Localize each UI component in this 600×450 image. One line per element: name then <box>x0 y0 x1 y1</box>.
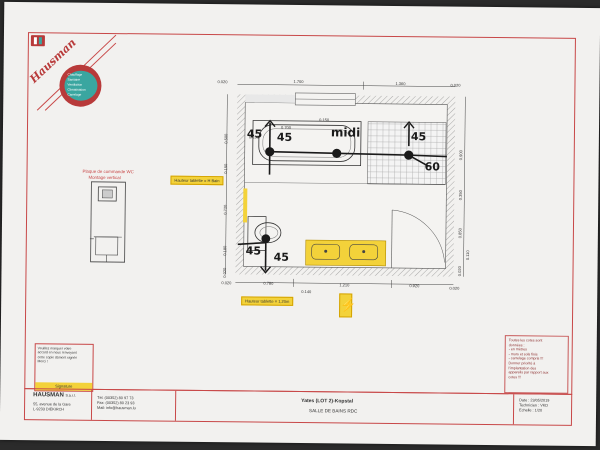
dim-bottom-2: 0.780 <box>263 280 274 286</box>
dim-inner-1: 0.150 <box>319 117 330 123</box>
signature-box: Veuillez marquer votre accord en nous re… <box>34 343 94 392</box>
hw-label-45-b: 45 <box>276 130 293 144</box>
dim-left-4: 0.180 <box>222 245 228 256</box>
signature-text: Merci ! <box>37 359 48 364</box>
dim-right-4: 0.110 <box>464 250 471 261</box>
dim-top-3: 1.360 <box>395 80 406 87</box>
dim-inner-2: 0.700 <box>280 124 292 130</box>
notes-box: Toutes les cotes sont données : - en mèt… <box>504 335 569 394</box>
title-block: HAUSMAN S.à.r.l. 55, avenue de la Gare L… <box>23 388 573 426</box>
project-name: Yates (LOT 2)-Kopstal <box>301 398 354 405</box>
note-line: cotes !!! <box>508 374 522 380</box>
dim-bottom-3: 1.210 <box>339 282 350 288</box>
dim-right-1: 0.900 <box>458 150 464 161</box>
hw-label-60: 60 <box>424 160 440 174</box>
dim-top-1: 0.020 <box>217 79 228 85</box>
label-hauteur-bain: Hauteur tablette = H Bain <box>170 175 224 186</box>
dim-bottom-5: 0.020 <box>449 285 460 291</box>
dim-left-5: 0.020 <box>221 267 228 278</box>
dim-right-3: 0.850 <box>457 228 463 239</box>
hw-label-45-e: 45 <box>273 250 290 264</box>
dim-right-5: 0.020 <box>456 266 463 277</box>
dim-bottom-1: 0.020 <box>221 280 232 286</box>
hw-label-45-c: 45 <box>410 130 427 144</box>
company-address-2: L-9233 DIEKIRCH <box>33 407 65 412</box>
dim-bottom-sub: 0.140 <box>301 289 312 295</box>
plaque-title: Plaque de commande WC <box>82 168 134 175</box>
wc-plate-elevation <box>89 181 126 263</box>
floor-plan <box>225 81 466 288</box>
dim-left-3: 0.720 <box>222 204 228 215</box>
hw-label-midi: midi <box>330 125 361 140</box>
company-email: Mail: info@hausman.lu <box>97 405 136 411</box>
dim-left-1: 0.500 <box>223 133 229 144</box>
dim-right-2: 0.350 <box>457 190 463 201</box>
company-name: HAUSMAN S.à.r.l. <box>33 392 76 399</box>
hw-label-45-a: 45 <box>246 127 263 141</box>
electric-icon: ⚡ <box>339 293 356 318</box>
dim-top-2: 1.700 <box>293 78 304 85</box>
dim-bottom-4: 0.920 <box>409 283 420 289</box>
room-name: SALLE DE BAINS RDC <box>309 408 358 414</box>
dim-top-4: 0.020 <box>450 82 461 88</box>
company-logo: Chauffage Sanitaire Ventilation Climatis… <box>59 64 102 107</box>
service-item: Carrelage <box>67 92 82 97</box>
label-hauteur-120: Hauteur tablette = 1,20m <box>241 296 294 306</box>
dim-left-2: 0.150 <box>223 163 229 174</box>
title-scale: Echelle : 1/20 <box>519 408 543 413</box>
hw-label-45-d: 45 <box>245 244 262 258</box>
plaque-subtitle: Montage vertical <box>88 174 121 181</box>
